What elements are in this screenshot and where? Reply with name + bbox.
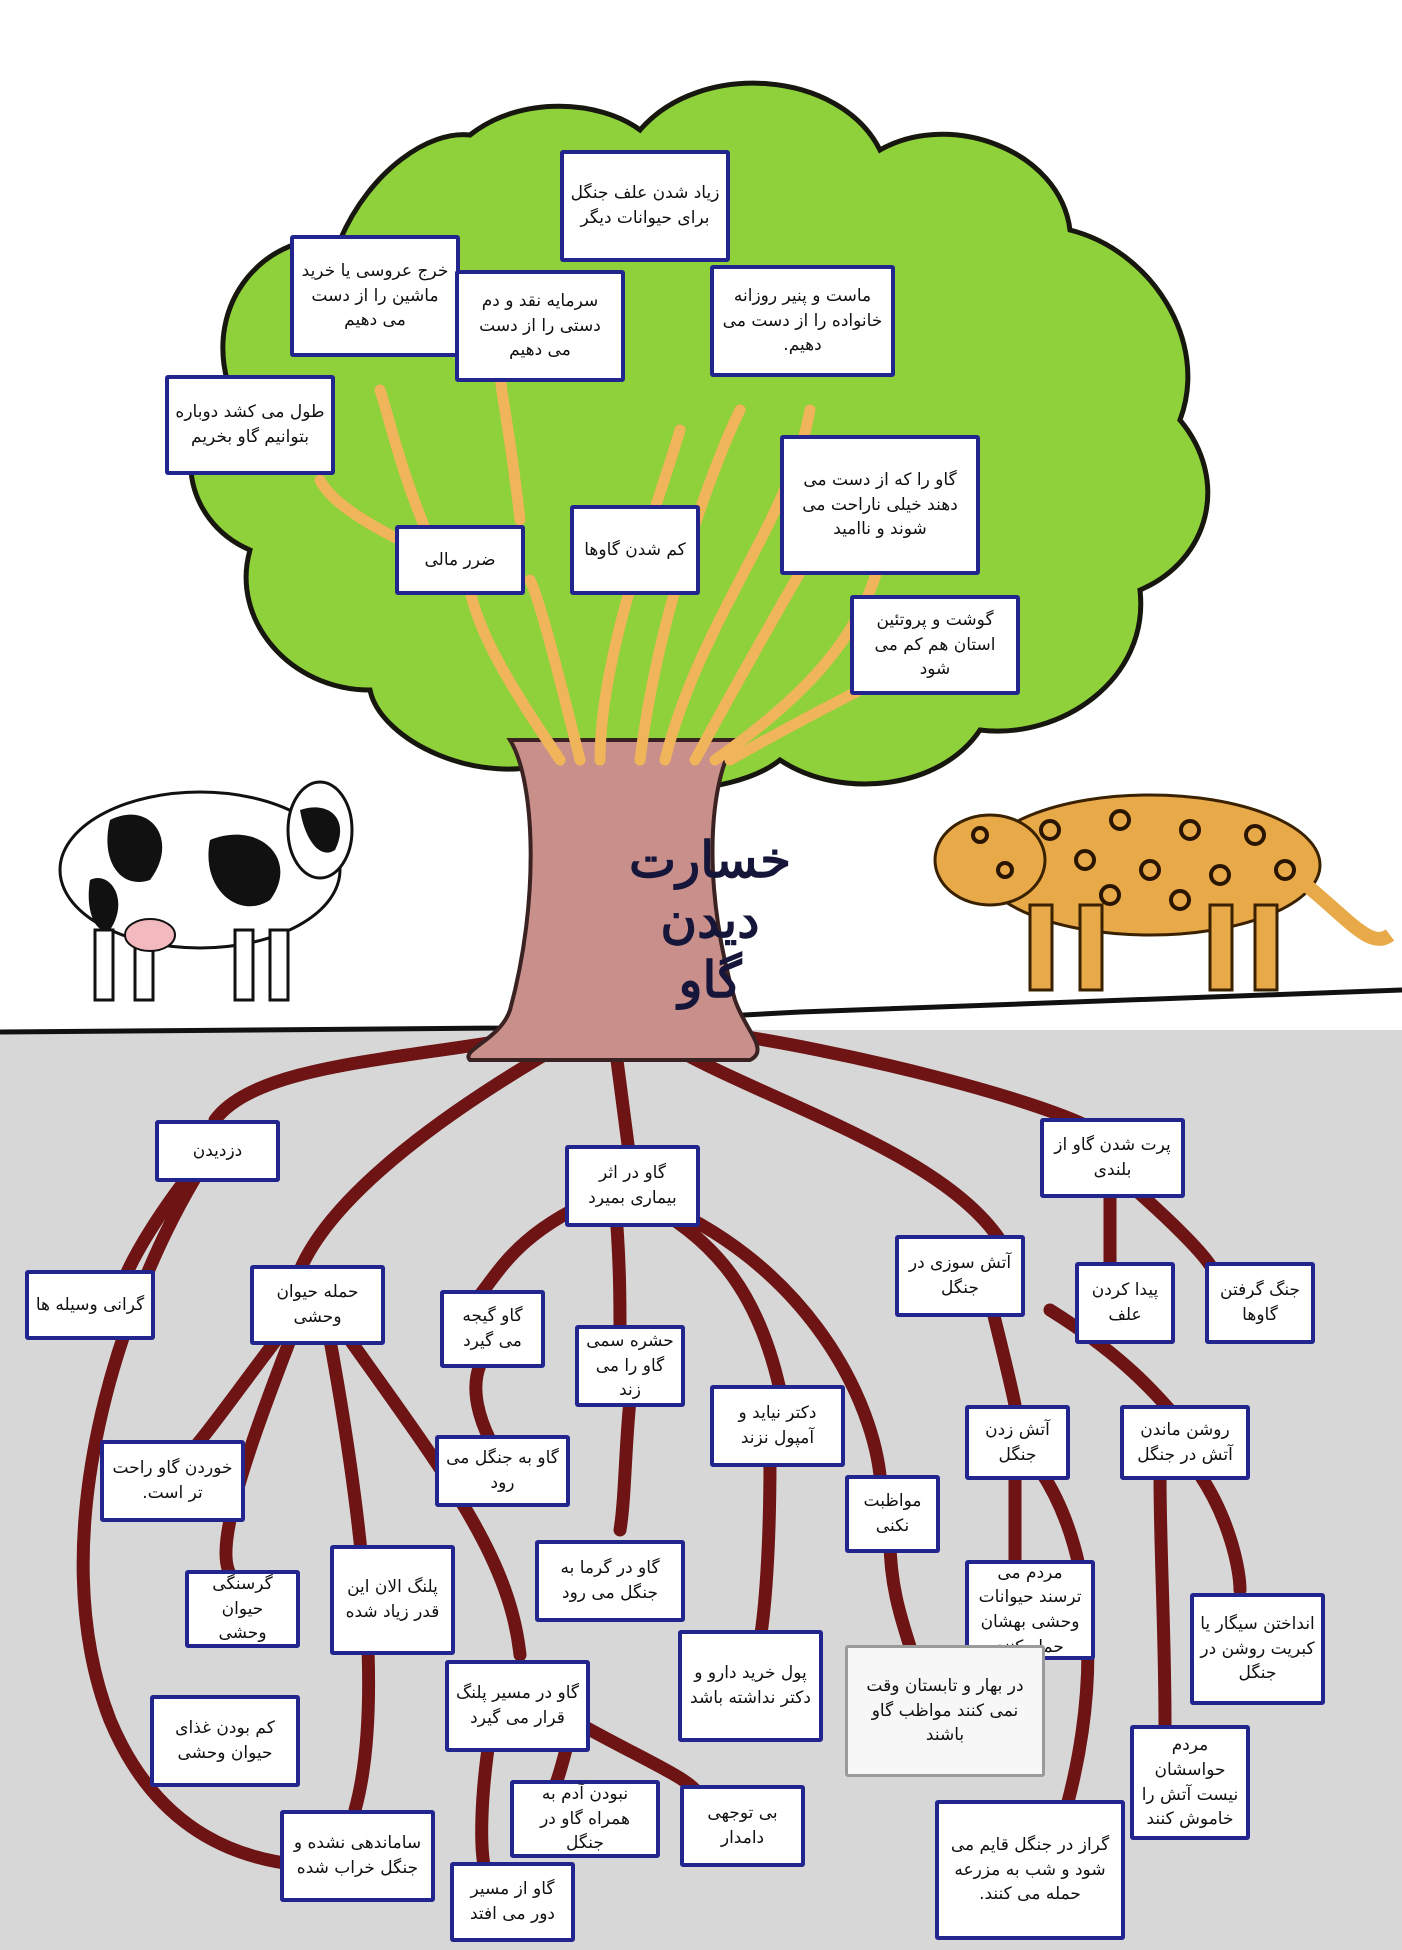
trunk xyxy=(466,738,760,1062)
box-stuck: گاو گیجه می گیرد xyxy=(440,1290,545,1368)
box-careless-people: مردم حواسشان نیست آتش را خاموش کنند xyxy=(1130,1725,1250,1840)
central-title: خسارت دیدن گاو xyxy=(590,830,830,1010)
box-no-care: مواظبت نکنی xyxy=(845,1475,940,1553)
box-more-forage: زیاد شدن علف جنگل برای حیوانات دیگر xyxy=(560,150,730,262)
box-hot-forest: گاو در گرما به جنگل می رود xyxy=(535,1540,685,1622)
box-hunger: گرسنگی حیوان وحشی xyxy=(185,1570,300,1648)
box-feed: پیدا کردن علف xyxy=(1075,1262,1175,1344)
box-cigarette: انداختن سیگار یا کبریت روشن در جنگل xyxy=(1190,1593,1325,1705)
box-meat-protein: گوشت و پروتئین استان هم کم می شود xyxy=(850,595,1020,695)
title-line-3: گاو xyxy=(678,950,742,1009)
box-burn: آتش زدن جنگل xyxy=(965,1405,1070,1480)
leopard-illustration xyxy=(933,793,1395,992)
box-capital: سرمایه نقد و دم دستی را از دست می دهیم xyxy=(455,270,625,382)
box-wild-attack: حمله حیوان وحشی xyxy=(250,1265,385,1345)
cow-illustration xyxy=(58,780,354,1002)
box-astray: گاو از مسیر دور می افتد xyxy=(450,1862,575,1942)
box-disease: گاو در اثر بیماری بمیرد xyxy=(565,1145,700,1227)
box-daily-dairy: ماست و پنیر روزانه خانواده را از دست می … xyxy=(710,265,895,377)
box-fighting: جنگ گرفتن گاوها xyxy=(1205,1262,1315,1344)
title-line-1: خسارت xyxy=(629,830,791,889)
title-line-2: دیدن xyxy=(660,890,760,949)
box-to-forest: گاو به جنگل می رود xyxy=(435,1435,570,1507)
box-easy-eat: خوردن گاو راحت تر است. xyxy=(100,1440,245,1522)
box-leave-fire: روشن ماندن آتش در جنگل xyxy=(1120,1405,1250,1480)
box-price: گرانی وسیله ها xyxy=(25,1270,155,1340)
box-lack-food: کم بودن غذای حیوان وحشی xyxy=(150,1695,300,1787)
box-fall: پرت شدن گاو از بلندی xyxy=(1040,1118,1185,1198)
box-spring-summer: در بهار و تابستان وقت نمی کنند مواظب گاو… xyxy=(845,1645,1045,1777)
box-no-money: پول خرید دارو و دکتر نداشته باشد xyxy=(678,1630,823,1742)
box-cow-path: گاو در مسیر پلنگ قرار می گیرد xyxy=(445,1660,590,1752)
box-vet: دکتر نیاید و آمپول نزند xyxy=(710,1385,845,1467)
box-carelessness: بی توجهی دامدار xyxy=(680,1785,805,1867)
box-insects: حشره سمی گاو را می زند xyxy=(575,1325,685,1407)
box-no-person: نبودن آدم به همراه گاو در جنگل xyxy=(510,1780,660,1858)
box-boars: گراز در جنگل قایم می شود و شب به مزرعه ح… xyxy=(935,1800,1125,1940)
box-long-time: طول می کشد دوباره بتوانیم گاو بخریم xyxy=(165,375,335,475)
box-fewer-cows: کم شدن گاوها xyxy=(570,505,700,595)
box-theft: دزدیدن xyxy=(155,1120,280,1182)
box-family-sad: گاو را که از دست می دهند خیلی ناراحت می … xyxy=(780,435,980,575)
box-financial-loss: ضرر مالی xyxy=(395,525,525,595)
box-wedding-money: خرج عروسی یا خرید ماشین را از دست می دهی… xyxy=(290,235,460,357)
box-chaos-forest: ساماندهی نشده و جنگل خراب شده xyxy=(280,1810,435,1902)
box-fire: آتش سوزی در جنگل xyxy=(895,1235,1025,1317)
box-leopard-count: پلنگ الان این قدر زیاد شده xyxy=(330,1545,455,1655)
